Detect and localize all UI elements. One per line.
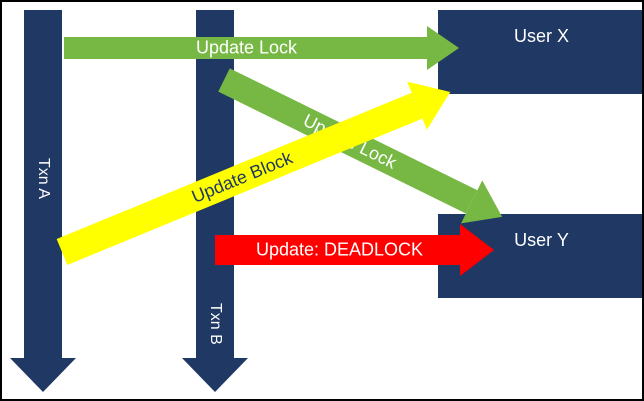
txn-a-timeline-arrow: Txn A <box>10 10 76 392</box>
update-lock-x-label: Update Lock <box>195 37 298 58</box>
arrow-down-icon <box>10 358 76 392</box>
txn-b-label: Txn B <box>207 303 224 345</box>
arrow-right-icon <box>460 224 494 276</box>
arrow-shaft <box>64 37 427 59</box>
user-x-label: User X <box>513 26 569 46</box>
user-y-label: User Y <box>514 230 569 250</box>
update-lock-x-arrow: Update Lock <box>64 26 459 70</box>
deadlock-arrow: Update: DEADLOCK <box>215 224 494 276</box>
arrow-down-icon <box>182 358 248 392</box>
arrow-shaft <box>215 235 460 265</box>
user-x-box: User X <box>438 10 642 94</box>
txn-a-shaft <box>24 10 62 358</box>
arrow-right-icon <box>427 26 459 70</box>
txn-a-label: Txn A <box>35 158 52 199</box>
deadlock-label: Update: DEADLOCK <box>255 239 424 260</box>
